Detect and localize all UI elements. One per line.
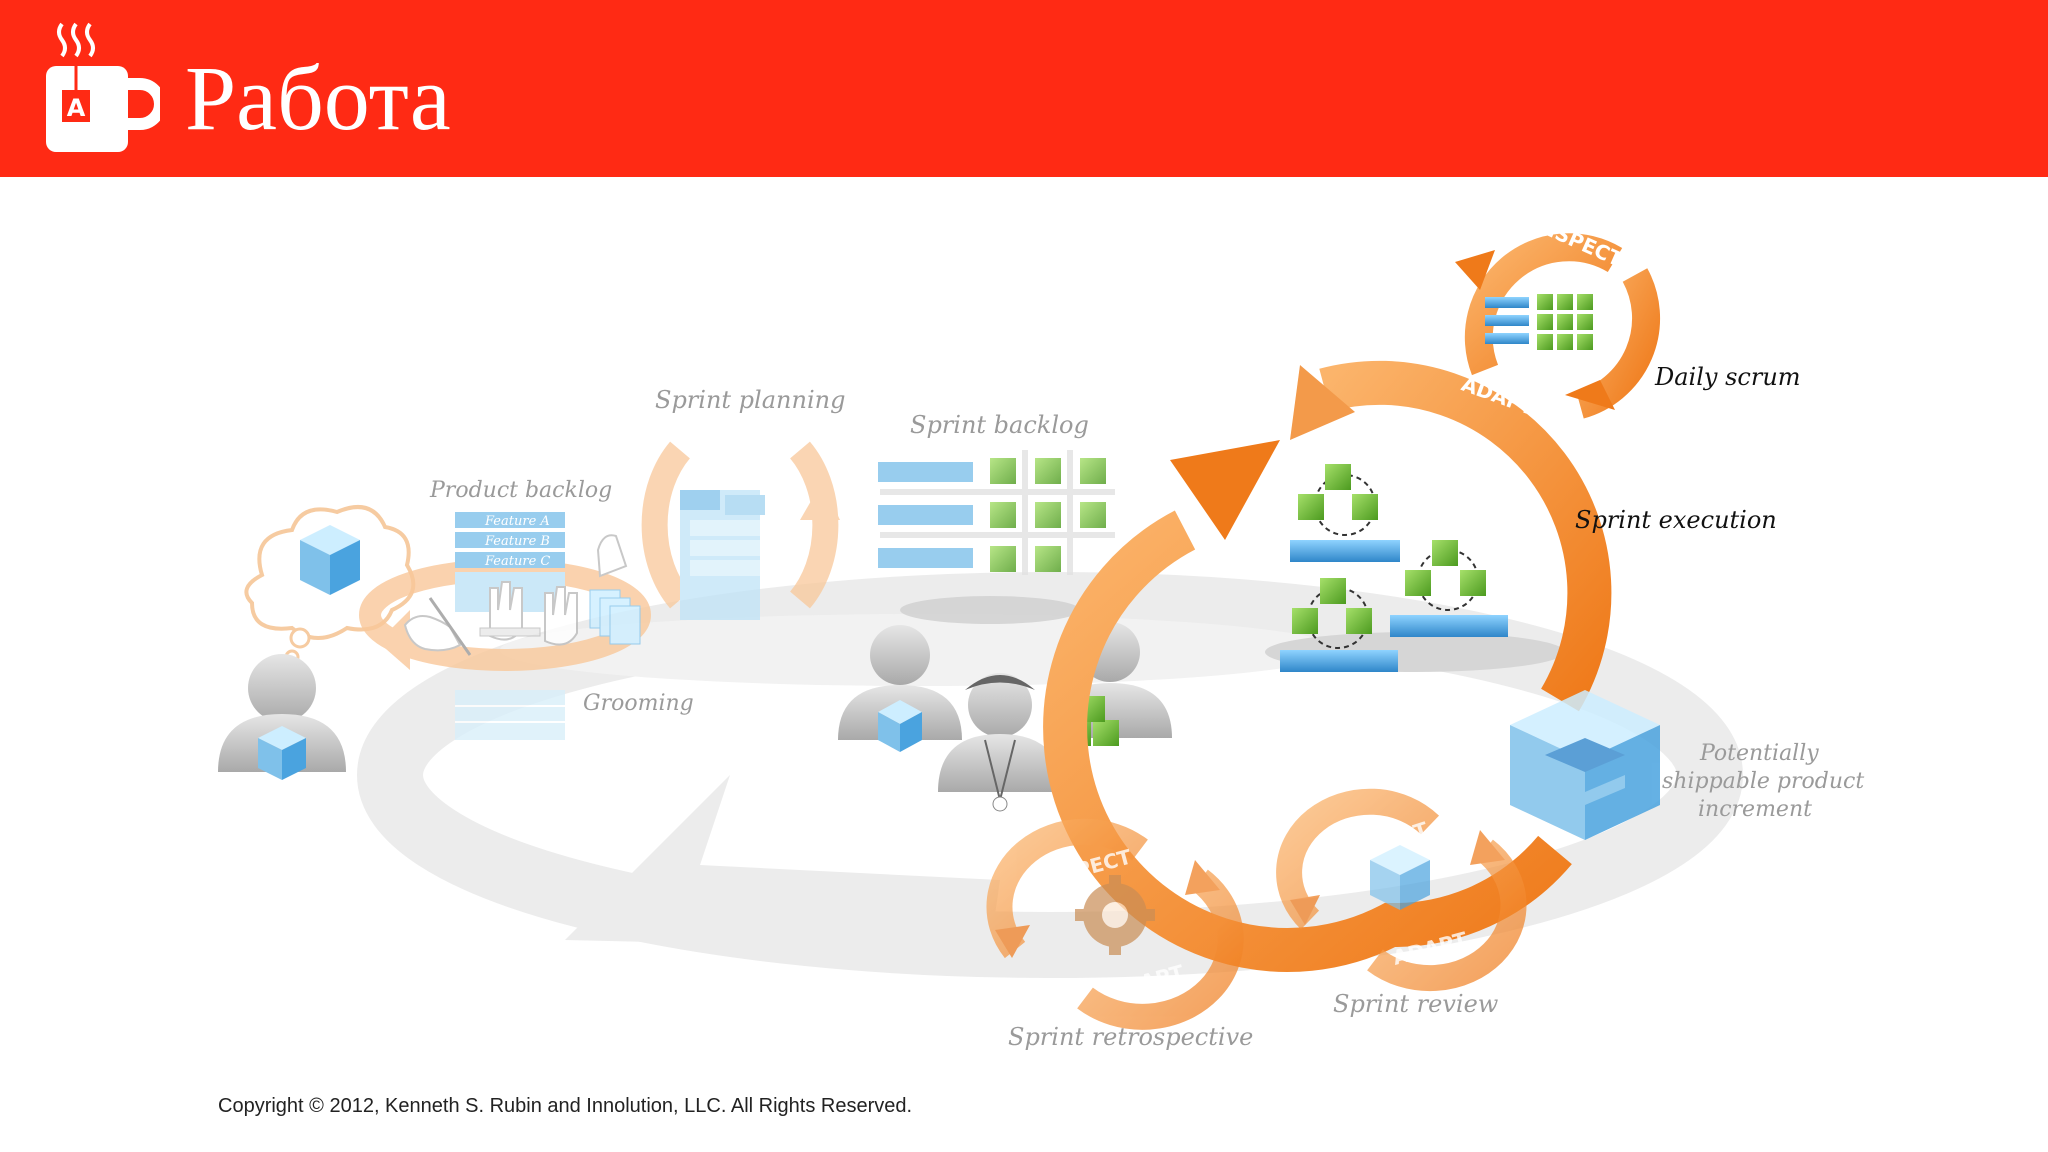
execution-task-stacks bbox=[1280, 464, 1508, 672]
sprint-execution-label: Sprint execution bbox=[1575, 506, 1777, 534]
page-title: Работа bbox=[185, 47, 451, 149]
grooming-arrowhead bbox=[378, 610, 410, 670]
product-backlog-label: Product backlog bbox=[429, 478, 612, 503]
sprint-review-cycle bbox=[1276, 788, 1527, 992]
product-owner-figure bbox=[218, 505, 416, 780]
logo-letter: A bbox=[67, 94, 86, 122]
sprint-review-label: Sprint review bbox=[1333, 990, 1499, 1018]
daily-scrum-cycle bbox=[1455, 233, 1661, 419]
daily-scrum-label: Daily scrum bbox=[1654, 363, 1801, 391]
product-backlog-group: Feature A Feature B Feature C bbox=[359, 512, 651, 740]
hand-pencil-icon bbox=[403, 597, 472, 656]
copyright-notice: Copyright © 2012, Kenneth S. Rubin and I… bbox=[218, 1095, 913, 1117]
sprint-retrospective-label: Sprint retrospective bbox=[1008, 1023, 1253, 1051]
potentially-line3-label: increment bbox=[1698, 797, 1812, 822]
shippable-increment-cube bbox=[1510, 690, 1660, 840]
coffee-mug-logo-icon: A bbox=[46, 22, 160, 152]
grooming-label: Grooming bbox=[583, 691, 694, 716]
thought-cube-icon bbox=[300, 525, 360, 595]
development-team-figures bbox=[838, 622, 1172, 812]
hand-icon bbox=[544, 586, 578, 646]
feature-a-label: Feature A bbox=[484, 514, 550, 529]
potentially-line1-label: Potentially bbox=[1699, 741, 1819, 766]
scrum-framework-diagram: Feature A Feature B Feature C Product ba… bbox=[218, 211, 1864, 1051]
execution-arrowhead-top bbox=[1290, 365, 1355, 440]
sprint-execution-cycle bbox=[1043, 360, 1612, 972]
feature-b-label: Feature B bbox=[484, 534, 550, 549]
hand-cards-icon bbox=[589, 534, 641, 645]
gear-icon bbox=[1075, 875, 1155, 955]
loop-arrowhead bbox=[565, 775, 1000, 950]
sprint-planning-cycle bbox=[641, 441, 840, 620]
potentially-line2-label: shippable product bbox=[1662, 769, 1864, 794]
sprint-backlog-label: Sprint backlog bbox=[910, 411, 1089, 439]
hand-ruler-icon bbox=[479, 581, 541, 641]
sprint-planning-label: Sprint planning bbox=[655, 386, 845, 414]
title-bar: A Работа bbox=[0, 0, 2048, 177]
sprint-retrospective-cycle bbox=[986, 818, 1244, 1030]
execution-arrowhead-left bbox=[1170, 440, 1280, 540]
feature-c-label: Feature C bbox=[484, 554, 550, 569]
sprint-backlog-grid bbox=[878, 450, 1115, 624]
